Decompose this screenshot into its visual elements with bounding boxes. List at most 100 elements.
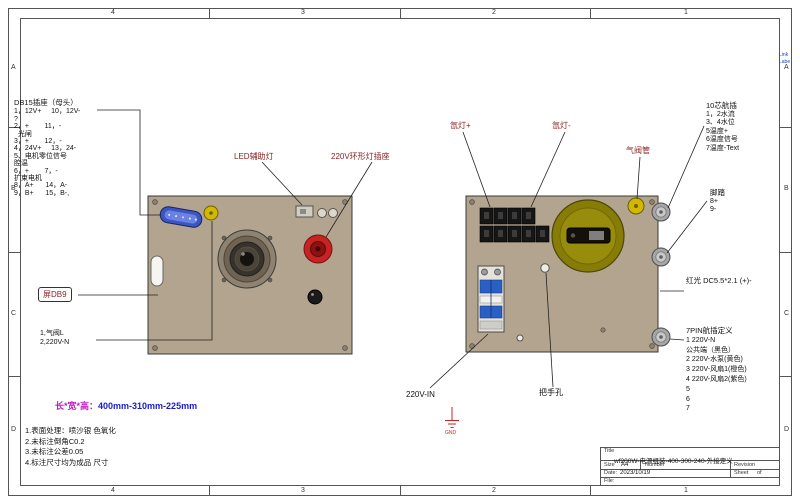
air-tube-port [627, 197, 645, 215]
corner-note-label: Labe [779, 59, 791, 65]
db15-connector [159, 206, 203, 228]
gnd-label: GND [445, 430, 457, 436]
db15-pin-line: 9，B+ 15，B-, [14, 189, 70, 197]
camera-lens [217, 229, 277, 289]
size-value: A4 [621, 462, 629, 468]
plug10-line: 7温度-Text [706, 144, 740, 152]
zone-top-2: 2 [492, 9, 496, 16]
db15-label-block: DB15插座（母头） 1，12V+ 10，12V- ? 2，+ 11，- 光闸 … [14, 99, 80, 197]
plug7-line: 4 220V-风扇2(紫色) [686, 375, 747, 383]
plug10-label-block: 10芯航插 1，2水流 3、4水位 5温度+ 6温度信号 7温度-Text [706, 101, 740, 154]
db15-pin-line: 1，12V+ 10，12V- [14, 108, 81, 116]
plug7-line: 3 220V-风扇1(橙色) [686, 366, 747, 374]
dimension-prefix: 长*宽*高： [55, 401, 99, 411]
note-line: 2.未标注倒角C0.2 [25, 436, 85, 446]
pedal-title: 脚踏 [710, 188, 725, 197]
db15-pin-line: 8，A+ 14，A- [14, 182, 68, 190]
db15-pin-line: 4，24V+ 13，24- [14, 145, 77, 153]
zone-right-b: B [784, 185, 789, 192]
plug7-label-block: 7PIN航插定义 1 220V-N 公共端（黑色） 2 220V-水泵(黄色) … [686, 326, 747, 414]
heater-fan [551, 199, 625, 273]
zone-bottom-2: 2 [492, 487, 496, 494]
black-knob [307, 289, 323, 305]
zone-right-d: D [784, 426, 790, 433]
corner-note-link: Link [779, 52, 789, 58]
zone-top-4: 4 [111, 9, 115, 16]
sheet-of-label: of [757, 470, 762, 476]
handle-hole-label: 把手孔 [539, 388, 563, 397]
drawing-title: wf200W-电源组装-400-300-240-外接定义 [614, 458, 733, 465]
file-label: File: [604, 478, 615, 484]
zone-top-1: 1 [684, 9, 688, 16]
title-label: Title [604, 448, 615, 454]
dimension-value: 400mm-310mm-225mm [98, 401, 198, 411]
db15-pin-line: 光闸 [14, 130, 32, 138]
db15-pin-line: 腔温 [14, 160, 28, 168]
note-line: 1.表面处理：喷沙银 色氧化 [25, 426, 116, 435]
xenon-minus-label: 氙灯- [552, 121, 571, 130]
pedal-label-block: 脚踏 8+ 9- [710, 188, 725, 215]
date-value: 2023/10/19 [620, 470, 651, 476]
db15-pin-line: 扩束电机 [14, 175, 42, 183]
note-line: 3.未标注公差0.05 [25, 447, 84, 456]
right-panel-drawing [465, 195, 671, 353]
sheet-label: Sheet [734, 470, 749, 476]
zone-left-c: C [11, 310, 17, 317]
red-light-label: 红光 DC5.5*2.1 (+)- [686, 276, 752, 285]
plug7-line: 6 [686, 395, 690, 403]
plug10-title: 10芯航插 [706, 101, 737, 110]
plug10-line: 5温度+ [706, 127, 728, 135]
plug10-line: 6温度信号 [706, 136, 738, 144]
air-valve-line2: 2,220V-N [40, 338, 70, 346]
terminal-blocks [479, 207, 550, 243]
plug10-line: 3、4水位 [706, 119, 735, 127]
led-aux-light [295, 205, 314, 218]
plug7-line: 5 [686, 385, 690, 393]
notes-block: 1.表面处理：喷沙银 色氧化 2.未标注倒角C0.2 3.未标注公差0.05 4… [25, 426, 116, 468]
screen-db9-label: 屏DB9 [38, 287, 72, 302]
air-tube-label: 气阀管 [626, 146, 650, 155]
ring-socket-pin [328, 208, 338, 218]
zone-right-c: C [784, 310, 790, 317]
zone-left-a: A [11, 64, 16, 71]
frame-border [8, 8, 792, 496]
plug7-line: 7 [686, 405, 690, 413]
db15-pin-line: ? [14, 115, 18, 123]
left-panel-screws [152, 199, 348, 351]
leader-lines [78, 109, 708, 389]
plug7-line: 1 220V-N [686, 336, 716, 344]
number-label: Number [645, 462, 665, 468]
air-valve-label: 1,气阀L 2,220V-N [40, 330, 69, 347]
left-panel-drawing [147, 195, 353, 355]
zone-bottom-3: 3 [301, 487, 305, 494]
note-line: 4.标注尺寸均为成品 尺寸 [25, 457, 109, 467]
plug10-line: 1，2水流 [706, 110, 735, 118]
led-aux-label: LED辅助灯 [234, 152, 274, 161]
plug7-line: 公共端（黑色） [686, 346, 735, 354]
zone-bottom-4: 4 [111, 487, 115, 494]
pedal-line: 8+ [710, 197, 718, 205]
zone-left-d: D [11, 426, 17, 433]
v220-in-label: 220V-IN [406, 390, 435, 399]
dimension-line: 长*宽*高：400mm-310mm-225mm [55, 399, 197, 412]
db15-pin-line: 6，+ 7，- [14, 167, 58, 175]
small-hole [516, 334, 524, 342]
aviation-connector-10pin [651, 202, 671, 222]
right-panel-screws [469, 199, 655, 349]
handle-hole-right [540, 263, 550, 273]
gnd-icon [445, 407, 459, 428]
zone-bottom-1: 1 [684, 487, 688, 494]
air-valve-port-center [209, 211, 213, 215]
db15-pin-line: 2，+ 11，- [14, 123, 62, 131]
aviation-connector-7pin [651, 327, 671, 347]
plug7-line: 2 220V-水泵(黄色) [686, 356, 743, 364]
ring-socket-pin [317, 208, 327, 218]
db15-pin-line: 5、电机零位信号 [14, 152, 67, 160]
db15-title: DB15插座（母头） [14, 98, 78, 107]
title-block-grid [600, 447, 780, 486]
pedal-line: 9- [710, 206, 717, 214]
revision-label: Revision [734, 462, 756, 468]
plug7-title: 7PIN航插定义 [686, 326, 733, 335]
